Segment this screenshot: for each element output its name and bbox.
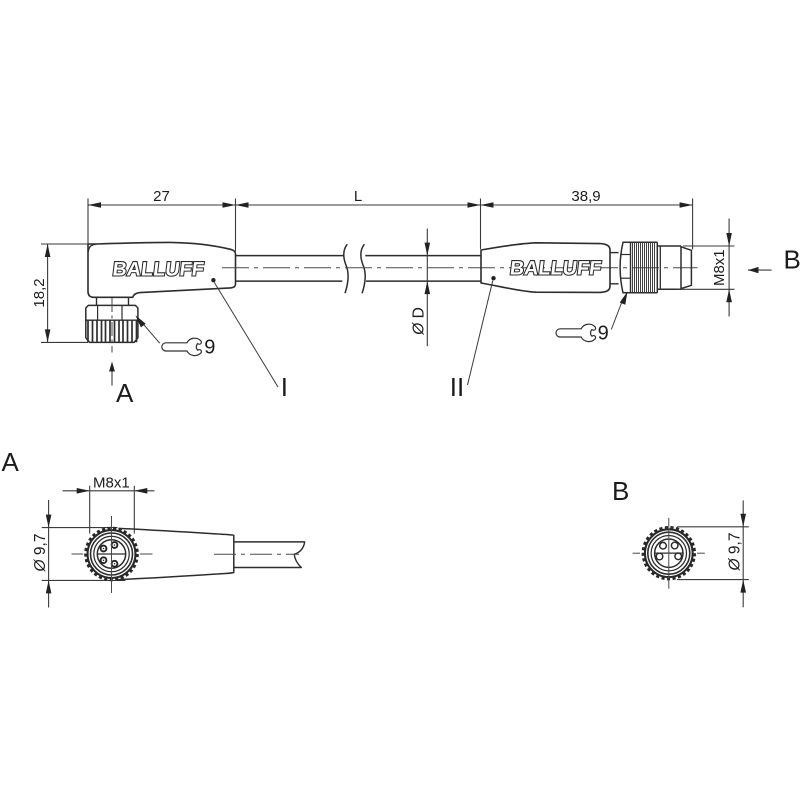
svg-text:9: 9 bbox=[598, 322, 609, 344]
svg-text:Ø 9,7: Ø 9,7 bbox=[32, 534, 49, 573]
svg-text:B: B bbox=[612, 476, 629, 506]
svg-text:38,9: 38,9 bbox=[571, 188, 600, 205]
svg-text:18,2: 18,2 bbox=[31, 278, 48, 307]
svg-text:I: I bbox=[281, 372, 288, 402]
svg-text:A: A bbox=[116, 378, 134, 408]
svg-text:BALLUFF: BALLUFF bbox=[509, 257, 603, 279]
svg-text:Ø D: Ø D bbox=[410, 307, 427, 336]
svg-text:A: A bbox=[2, 447, 20, 477]
svg-text:M8x1: M8x1 bbox=[93, 475, 130, 492]
svg-text:BALLUFF: BALLUFF bbox=[111, 258, 205, 280]
svg-text:M8x1: M8x1 bbox=[711, 249, 728, 286]
svg-text:27: 27 bbox=[153, 188, 170, 205]
svg-text:B: B bbox=[784, 245, 800, 275]
svg-text:Ø 9,7: Ø 9,7 bbox=[726, 533, 743, 572]
svg-text:II: II bbox=[450, 372, 464, 402]
svg-text:9: 9 bbox=[204, 336, 215, 358]
svg-text:L: L bbox=[354, 188, 362, 205]
